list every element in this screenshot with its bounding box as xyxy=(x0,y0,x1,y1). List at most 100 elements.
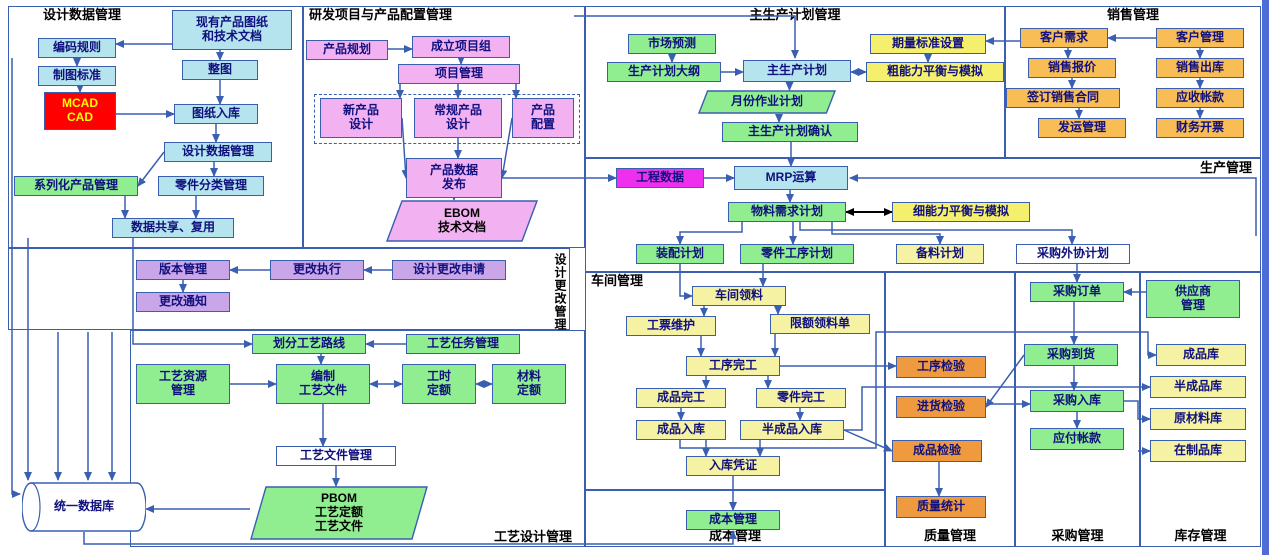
node-material-prep: 备料计划 xyxy=(896,244,984,264)
node-label-new-design: 新产品 设计 xyxy=(342,103,379,131)
edge xyxy=(1124,400,1151,423)
section-label-inventory: 库存管理 xyxy=(1174,527,1227,543)
section-quality: 质量管理 xyxy=(885,272,1015,547)
node-material-quota: 材料 定额 xyxy=(492,364,566,404)
node-label-wip-warehouse: 在制品库 xyxy=(1173,443,1222,458)
node-design-data-mgmt: 设计数据管理 xyxy=(164,142,272,162)
node-label-fine-capacity: 细能力平衡与模拟 xyxy=(912,204,1009,219)
section-production: 生产管理 xyxy=(585,158,1261,272)
section-mps: 主生产计划管理 xyxy=(585,6,1005,158)
edge xyxy=(679,264,693,300)
node-change-exec: 更改执行 xyxy=(270,260,364,280)
node-change-request: 设计更改申请 xyxy=(392,260,506,280)
node-process-task: 工艺任务管理 xyxy=(406,334,520,354)
node-label-semi-in: 半成品入库 xyxy=(761,422,822,437)
node-label-quality-stats: 质量统计 xyxy=(916,499,965,514)
node-label-workshop-req: 车间领料 xyxy=(714,288,763,303)
node-data-release: 产品数据 发布 xyxy=(406,158,502,198)
node-label-part-done: 零件完工 xyxy=(776,390,825,405)
node-label-data-release: 产品数据 发布 xyxy=(429,163,478,191)
edge xyxy=(799,222,1076,245)
node-label-existing-docs: 现有产品图纸 和技术文档 xyxy=(195,15,268,43)
node-label-part-process-plan: 零件工序计划 xyxy=(760,246,833,261)
node-raw-warehouse: 原材料库 xyxy=(1150,408,1246,430)
node-fg-warehouse: 成品库 xyxy=(1156,344,1246,366)
node-label-purchase-outsource: 采购外协计划 xyxy=(1036,246,1109,261)
node-workshop-req: 车间领料 xyxy=(692,286,786,306)
node-label-purchase-in: 采购入库 xyxy=(1052,393,1101,408)
node-drawing-in: 图纸入库 xyxy=(174,104,258,124)
section-sales: 销售管理 xyxy=(1005,6,1261,158)
node-label-coding-rules: 编码规则 xyxy=(52,40,101,55)
edge xyxy=(11,58,21,498)
edge xyxy=(132,238,253,348)
node-label-period-std: 期量标准设置 xyxy=(891,36,964,51)
node-label-fg-warehouse: 成品库 xyxy=(1182,347,1219,362)
edge xyxy=(401,117,410,179)
node-rough-capacity: 粗能力平衡与模拟 xyxy=(866,62,1004,82)
node-label-unified-db: 统一数据库 xyxy=(53,499,114,514)
node-wip-warehouse: 在制品库 xyxy=(1150,440,1246,462)
node-label-drawing-in: 图纸入库 xyxy=(191,106,240,121)
node-sales-quote: 销售报价 xyxy=(1028,58,1116,78)
node-label-labor-quota: 工时 定额 xyxy=(426,369,451,397)
node-labor-quota: 工时 定额 xyxy=(402,364,476,404)
section-label-process: 工艺设计管理 xyxy=(493,528,572,544)
node-label-purchase-order: 采购订单 xyxy=(1052,284,1101,299)
node-purchase-in: 采购入库 xyxy=(1030,390,1124,412)
node-eng-data: 工程数据 xyxy=(616,168,704,188)
node-process-done: 工序完工 xyxy=(686,356,780,376)
node-data-share: 数据共享、复用 xyxy=(112,218,234,238)
node-drawing-std: 制图标准 xyxy=(38,66,116,86)
section-label-change: 设计更改管理 xyxy=(553,253,567,331)
node-supplier-mgmt: 供应商 管理 xyxy=(1146,280,1240,318)
node-fine-capacity: 细能力平衡与模拟 xyxy=(892,202,1030,222)
node-incoming-inspect: 进货检验 xyxy=(896,396,986,418)
node-mps: 主生产计划 xyxy=(743,60,851,82)
edge xyxy=(679,331,1157,449)
node-shipping: 发运管理 xyxy=(1038,118,1126,138)
node-label-product-config: 产品 配置 xyxy=(530,103,555,131)
node-regular-design: 常规产品 设计 xyxy=(414,98,502,138)
node-label-supplier-mgmt: 供应商 管理 xyxy=(1174,284,1211,312)
monthly-plan-shape xyxy=(698,90,836,114)
section-label-quality: 质量管理 xyxy=(923,527,977,543)
section-inventory: 库存管理 xyxy=(1140,272,1261,547)
edge xyxy=(849,174,1257,236)
edge xyxy=(137,151,165,187)
node-new-design: 新产品 设计 xyxy=(320,98,402,138)
section-design: 设计数据管理 xyxy=(8,6,303,248)
node-label-change-exec: 更改执行 xyxy=(292,262,341,277)
edge xyxy=(676,222,743,245)
node-monthly-plan: 月份作业计划 xyxy=(698,90,836,114)
node-label-project-mgmt: 项目管理 xyxy=(434,66,483,81)
node-label-product-plan: 产品规划 xyxy=(322,42,371,57)
node-mps-confirm: 主生产计划确认 xyxy=(722,122,858,142)
node-process-inspect: 工序检验 xyxy=(896,356,986,378)
section-label-mps: 主生产计划管理 xyxy=(749,7,841,22)
node-ar: 应收帐款 xyxy=(1156,88,1244,108)
node-product-config: 产品 配置 xyxy=(512,98,574,138)
node-sales-contract: 签订销售合同 xyxy=(1006,88,1120,108)
node-purchase-outsource: 采购外协计划 xyxy=(1016,244,1130,264)
window-edge-strip xyxy=(1262,0,1269,555)
node-ap: 应付帐款 xyxy=(1030,428,1124,450)
node-part-done: 零件完工 xyxy=(756,388,846,408)
node-label-route-divide: 划分工艺路线 xyxy=(272,336,345,351)
node-label-semi-warehouse: 半成品库 xyxy=(1173,379,1222,394)
section-label-rd: 研发项目与产品配置管理 xyxy=(309,7,453,22)
edge xyxy=(985,354,1025,408)
node-label-whole-drawing: 整图 xyxy=(207,62,232,77)
node-label-cust-mgmt: 客户管理 xyxy=(1175,30,1224,45)
node-semi-warehouse: 半成品库 xyxy=(1150,376,1246,398)
node-finished-in: 成品入库 xyxy=(636,420,726,440)
node-label-ap: 应付帐款 xyxy=(1052,431,1101,446)
node-label-pbom: PBOM 工艺定额 工艺文件 xyxy=(314,491,363,533)
node-label-purchase-arrival: 采购到货 xyxy=(1046,347,1095,362)
node-label-ebom: EBOM 技术文档 xyxy=(437,206,486,234)
node-label-sales-quote: 销售报价 xyxy=(1047,60,1096,75)
node-label-mrp: MRP运算 xyxy=(765,170,817,185)
node-mrp: MRP运算 xyxy=(734,166,848,190)
node-material-req: 物料需求计划 xyxy=(728,202,846,222)
